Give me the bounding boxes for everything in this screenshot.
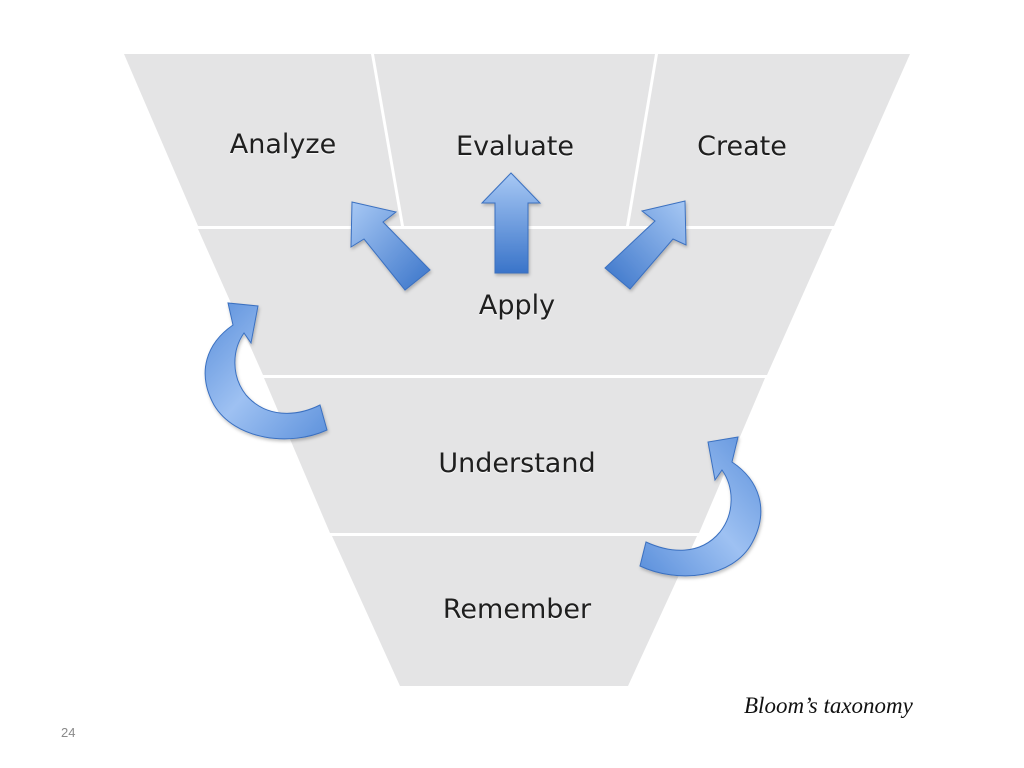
label-analyze: Analyze [230,129,336,160]
segment-apply [198,229,832,375]
label-apply: Apply [479,290,555,321]
label-understand: Understand [438,448,595,479]
arrow-up-to-evaluate [480,172,542,274]
arrow-up-right-to-create [604,200,687,290]
segment-understand [264,378,765,533]
label-create: Create [697,131,787,162]
segment-analyze [124,54,401,226]
label-remember: Remember [443,594,592,625]
curved-arrow-understand-to-apply [204,302,328,440]
page-number: 24 [61,725,76,740]
segment-remember [332,536,697,686]
label-evaluate: Evaluate [456,131,574,162]
funnel-segments [124,54,910,686]
segment-create [629,54,910,226]
segment-evaluate [374,54,655,226]
curved-arrow-remember-to-understand [639,436,762,577]
diagram-caption: Bloom’s taxonomy [744,693,913,718]
arrow-up-left-to-analyze [350,201,431,291]
